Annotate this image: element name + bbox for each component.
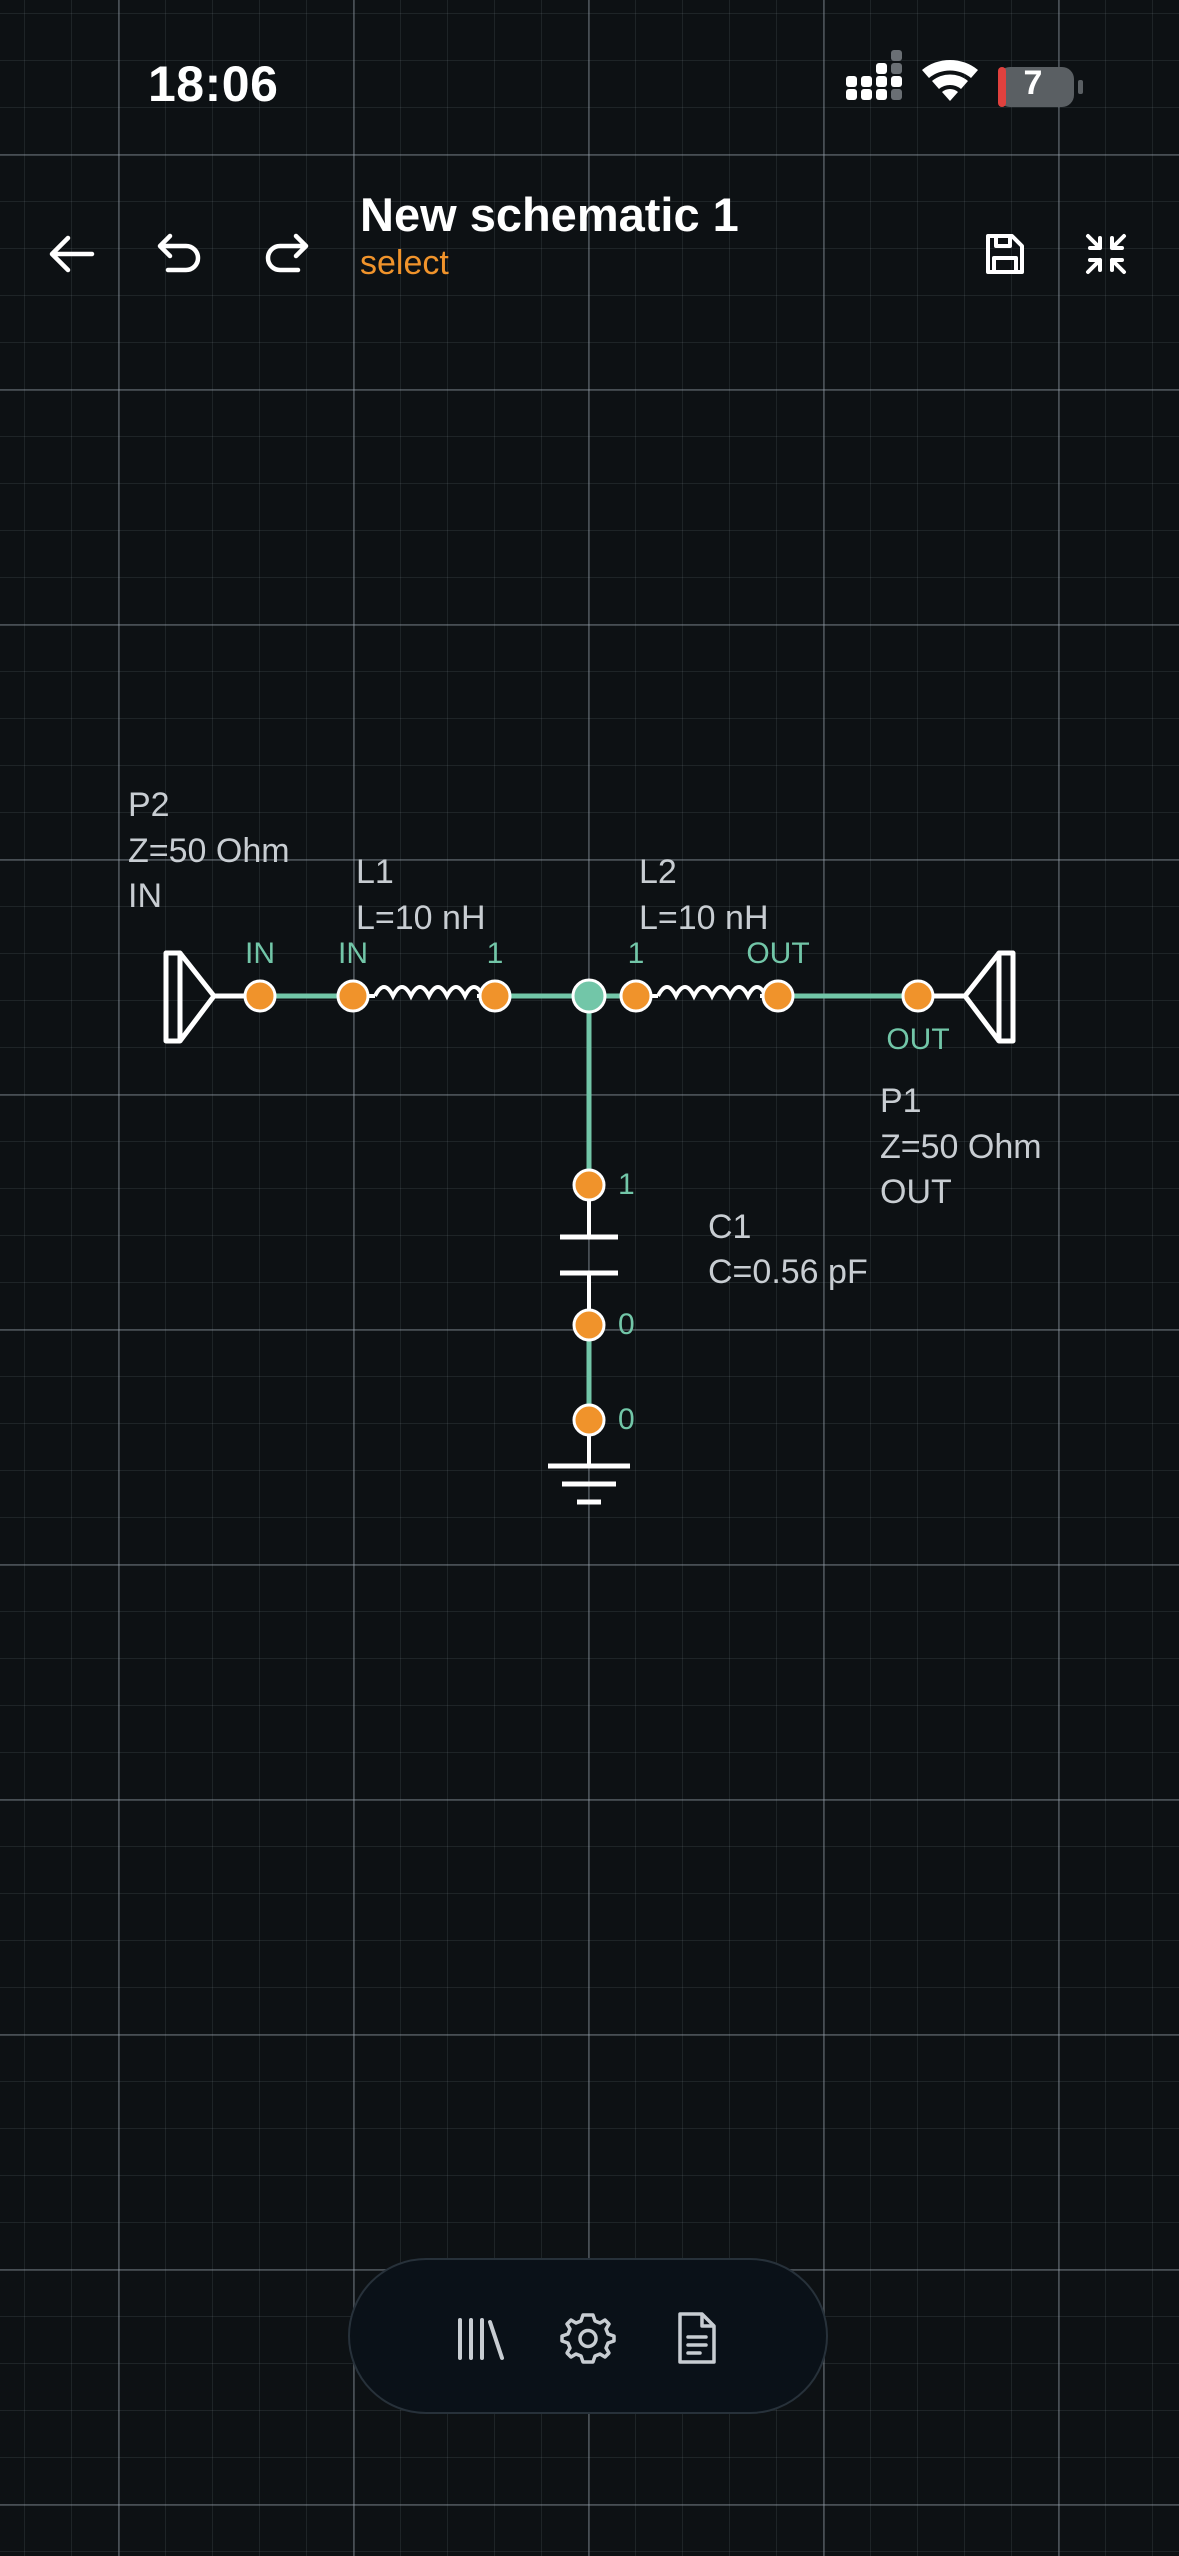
pin-l2-out[interactable] <box>761 979 795 1013</box>
label-p1: P1 Z=50 Ohm OUT <box>880 1082 1042 1211</box>
tool-mode: select <box>360 244 449 282</box>
settings-icon <box>560 2313 616 2364</box>
pin-label: 1 <box>618 1168 635 1201</box>
library-icon <box>458 2318 504 2360</box>
status-icons <box>846 50 1083 107</box>
signal-icon <box>846 50 902 100</box>
pin-label: 0 <box>618 1403 635 1436</box>
pin-label: IN <box>338 937 368 970</box>
pin-label: 1 <box>487 937 504 970</box>
svg-text:P2: P2 <box>128 786 170 824</box>
svg-text:Z=50 Ohm: Z=50 Ohm <box>128 832 290 870</box>
save-icon <box>986 234 1024 274</box>
collapse-button[interactable] <box>1066 214 1146 294</box>
svg-text:L1: L1 <box>356 853 394 891</box>
pin-c1-top[interactable] <box>572 1168 606 1202</box>
undo-icon <box>157 233 201 273</box>
settings-button[interactable] <box>544 2294 632 2382</box>
pin-l1-in[interactable] <box>336 979 370 1013</box>
svg-text:IN: IN <box>128 877 162 915</box>
pin-label: OUT <box>886 1023 949 1056</box>
document-button[interactable] <box>652 2294 740 2382</box>
label-p2: P2 Z=50 Ohm IN <box>128 786 290 915</box>
pin-label: 0 <box>618 1308 635 1341</box>
svg-text:Z=50 Ohm: Z=50 Ohm <box>880 1128 1042 1166</box>
pin-label: 1 <box>628 937 645 970</box>
document-icon <box>678 2312 716 2364</box>
library-button[interactable] <box>436 2294 524 2382</box>
svg-text:L2: L2 <box>639 853 677 891</box>
svg-text:C=0.56 pF: C=0.56 pF <box>708 1253 868 1291</box>
label-c1: C1 C=0.56 pF <box>708 1208 868 1291</box>
pin-l2-in[interactable] <box>619 979 653 1013</box>
svg-text:OUT: OUT <box>880 1173 952 1211</box>
pin-label: IN <box>245 937 275 970</box>
capacitor-c1[interactable] <box>560 1185 618 1325</box>
battery-icon <box>998 67 1083 107</box>
svg-text:C1: C1 <box>708 1208 751 1246</box>
redo-button[interactable] <box>246 214 326 294</box>
document-title[interactable]: New schematic 1 <box>360 188 739 241</box>
bottom-dock <box>348 2258 828 2414</box>
ground-symbol[interactable] <box>548 1420 630 1505</box>
pin-l1-out[interactable] <box>478 979 512 1013</box>
label-l2: L2 L=10 nH <box>639 853 769 937</box>
svg-text:L=10 nH: L=10 nH <box>356 899 486 937</box>
pins <box>243 979 935 1437</box>
pin-gnd[interactable] <box>572 1403 606 1437</box>
svg-text:P1: P1 <box>880 1082 922 1120</box>
collapse-icon <box>1086 234 1126 274</box>
undo-button[interactable] <box>140 214 220 294</box>
back-button[interactable] <box>32 214 112 294</box>
save-button[interactable] <box>964 214 1044 294</box>
pin-c1-bottom[interactable] <box>572 1308 606 1342</box>
pin-p2-in[interactable] <box>243 979 277 1013</box>
battery-level: 7 <box>1023 64 1043 102</box>
pin-label: OUT <box>746 937 809 970</box>
pin-p1-out[interactable] <box>901 979 935 1013</box>
wifi-icon <box>922 59 978 101</box>
redo-icon <box>265 233 309 273</box>
back-arrow-icon <box>49 235 95 273</box>
label-l1: L1 L=10 nH <box>356 853 486 937</box>
svg-text:L=10 nH: L=10 nH <box>639 899 769 937</box>
junction-node[interactable] <box>571 978 607 1014</box>
status-time: 18:06 <box>148 56 279 112</box>
